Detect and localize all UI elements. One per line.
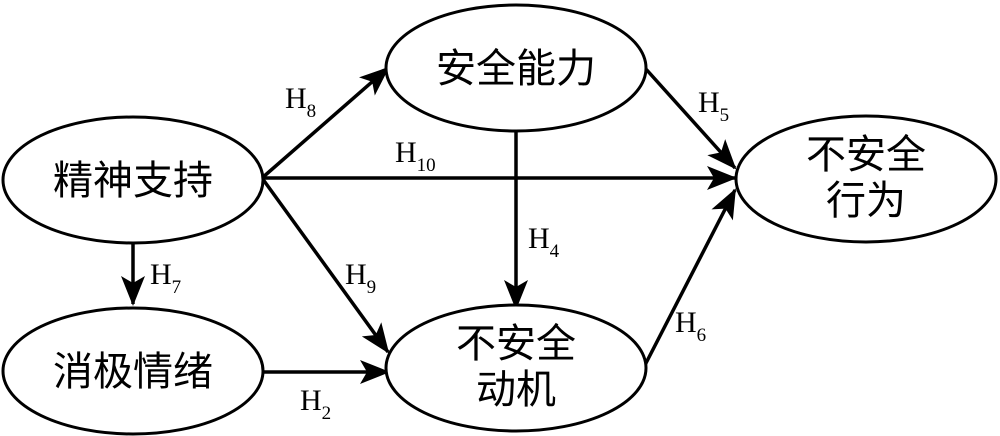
node-safety-ability: 安全能力 [384, 3, 648, 133]
edge-h8-arrow [260, 66, 390, 180]
edge-h9-label: H9 [345, 258, 376, 298]
node-unsafe-behavior: 不安全 行为 [734, 114, 998, 244]
node-spiritual-support-label: 精神支持 [53, 158, 213, 204]
node-negative-emotion-label: 消极情绪 [53, 349, 213, 395]
edge-h9-arrow [260, 176, 390, 354]
edge-h5-label: H5 [698, 86, 729, 126]
node-unsafe-motivation-line2: 动机 [476, 367, 556, 413]
edge-h10-label: H10 [395, 136, 436, 176]
node-spiritual-support: 精神支持 [1, 115, 265, 245]
edge-h7-label: H7 [150, 258, 181, 298]
edge-h4-label: H4 [528, 222, 560, 262]
edge-h5-arrow [643, 66, 737, 170]
edge-h2-label: H2 [300, 384, 331, 424]
node-unsafe-motivation: 不安全 动机 [384, 303, 648, 433]
node-unsafe-behavior-line1: 不安全 [806, 132, 926, 178]
node-unsafe-behavior-line2: 行为 [826, 178, 906, 224]
edge-h6-label: H6 [675, 306, 706, 346]
edge-h8-label: H8 [285, 82, 316, 122]
node-safety-ability-label: 安全能力 [436, 46, 596, 92]
edge-h6-arrow [643, 188, 737, 366]
node-negative-emotion: 消极情绪 [1, 306, 265, 436]
node-unsafe-motivation-line1: 不安全 [456, 321, 576, 367]
